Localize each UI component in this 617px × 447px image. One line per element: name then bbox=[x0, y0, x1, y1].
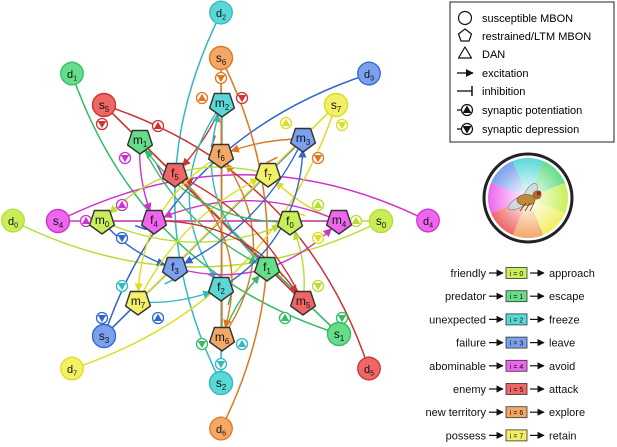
legend-label-4: inhibition bbox=[482, 86, 525, 98]
synaptic-potentiation-marker bbox=[237, 339, 248, 350]
pathway-0 bbox=[13, 221, 381, 277]
synaptic-depression-marker bbox=[237, 93, 248, 104]
node-d0: d0 bbox=[2, 209, 25, 232]
stimulus-label: abominable bbox=[429, 361, 486, 373]
stimulus-label: unexpected bbox=[429, 314, 486, 326]
synaptic-potentiation-marker bbox=[153, 313, 164, 324]
legend-label-1: restrained/LTM MBON bbox=[482, 31, 591, 43]
synaptic-potentiation-marker bbox=[280, 313, 291, 324]
index-label: i = 7 bbox=[510, 433, 524, 440]
node-d2: d2 bbox=[210, 1, 233, 24]
response-label: explore bbox=[549, 407, 585, 419]
mapping-row: unexpected i = 2 freeze bbox=[429, 314, 579, 327]
legend-label-5: synaptic potentiation bbox=[482, 105, 582, 117]
response-label: leave bbox=[549, 338, 575, 350]
mapping-row: abominable i = 4 avoid bbox=[429, 360, 575, 373]
index-label: i = 4 bbox=[510, 364, 524, 371]
synaptic-depression-marker bbox=[117, 233, 128, 244]
legend-label-0: susceptible MBON bbox=[482, 13, 573, 25]
legend-label-3: excitation bbox=[482, 68, 528, 80]
response-label: retain bbox=[549, 430, 577, 442]
synaptic-depression-marker bbox=[120, 153, 131, 164]
synaptic-potentiation-marker bbox=[153, 121, 164, 132]
mapping-row: friendly i = 0 approach bbox=[451, 268, 595, 281]
index-label: i = 3 bbox=[510, 341, 524, 348]
node-s7: s7 bbox=[325, 94, 348, 117]
node-d1: d1 bbox=[61, 62, 84, 85]
behavior-mapping-table: friendly i = 0 approach predator i = 1 escape… bbox=[425, 268, 594, 443]
stimulus-label: friendly bbox=[451, 268, 487, 280]
circle-icon bbox=[459, 12, 472, 25]
node-d3: d3 bbox=[358, 62, 381, 85]
response-label: escape bbox=[549, 291, 584, 303]
synaptic-depression-marker bbox=[313, 281, 324, 292]
mapping-row: failure i = 3 leave bbox=[456, 337, 575, 350]
stimulus-label: new territory bbox=[425, 407, 486, 419]
stimulus-label: failure bbox=[456, 338, 486, 350]
response-label: freeze bbox=[549, 314, 580, 326]
node-s3: s3 bbox=[93, 325, 116, 348]
response-label: approach bbox=[549, 268, 595, 280]
mapping-row: new territory i = 6 explore bbox=[425, 407, 585, 420]
node-d5: d5 bbox=[358, 357, 381, 380]
index-label: i = 6 bbox=[510, 410, 524, 417]
node-f0: f0 bbox=[278, 212, 303, 236]
node-s0: s0 bbox=[370, 210, 393, 233]
stimulus-label: possess bbox=[446, 430, 487, 442]
mapping-row: enemy i = 5 attack bbox=[453, 384, 579, 397]
response-label: avoid bbox=[549, 361, 575, 373]
mapping-row: possess i = 7 retain bbox=[446, 430, 577, 442]
synaptic-depression-marker bbox=[97, 119, 108, 130]
mapping-row: predator i = 1 escape bbox=[445, 291, 584, 304]
node-s1: s1 bbox=[328, 323, 351, 346]
synaptic-depression-marker bbox=[313, 233, 324, 244]
legend: susceptible MBON restrained/LTM MBON DAN… bbox=[450, 2, 614, 142]
synaptic-depression-marker bbox=[337, 120, 348, 131]
node-s2: s2 bbox=[210, 372, 233, 395]
color-wheel bbox=[484, 154, 572, 242]
synaptic-depression-marker bbox=[216, 359, 227, 370]
node-s6: s6 bbox=[210, 47, 233, 70]
stimulus-label: predator bbox=[445, 291, 486, 303]
synaptic-potentiation-marker bbox=[281, 118, 292, 129]
index-label: i = 1 bbox=[510, 294, 524, 301]
node-d6: d6 bbox=[210, 417, 233, 440]
pathway-6 bbox=[221, 58, 277, 429]
legend-label-2: DAN bbox=[482, 49, 505, 61]
response-label: attack bbox=[549, 384, 579, 396]
synaptic-depression-marker bbox=[97, 313, 108, 324]
synaptic-depression-marker bbox=[216, 73, 227, 84]
node-d7: d7 bbox=[61, 357, 84, 380]
synaptic-depression-marker bbox=[313, 153, 324, 164]
node-f4: f4 bbox=[142, 211, 167, 235]
node-m5: m5 bbox=[291, 292, 316, 316]
synaptic-potentiation-marker bbox=[117, 200, 128, 211]
stimulus-label: enemy bbox=[453, 384, 487, 396]
pathway-2 bbox=[165, 13, 222, 383]
legend-label-6: synaptic depression bbox=[482, 124, 579, 136]
index-label: i = 2 bbox=[510, 317, 524, 324]
synaptic-depression-marker bbox=[197, 339, 208, 350]
node-m2: m2 bbox=[210, 94, 235, 118]
synaptic-potentiation-marker bbox=[197, 93, 208, 104]
synaptic-potentiation-marker bbox=[351, 216, 362, 227]
index-label: i = 5 bbox=[510, 387, 524, 394]
node-d4: d4 bbox=[417, 209, 440, 232]
synaptic-depression-marker bbox=[117, 281, 128, 292]
node-s4: s4 bbox=[47, 210, 70, 233]
node-s5: s5 bbox=[93, 94, 116, 117]
synaptic-potentiation-marker bbox=[313, 200, 324, 211]
node-m6: m6 bbox=[210, 328, 235, 352]
index-label: i = 0 bbox=[510, 271, 524, 278]
